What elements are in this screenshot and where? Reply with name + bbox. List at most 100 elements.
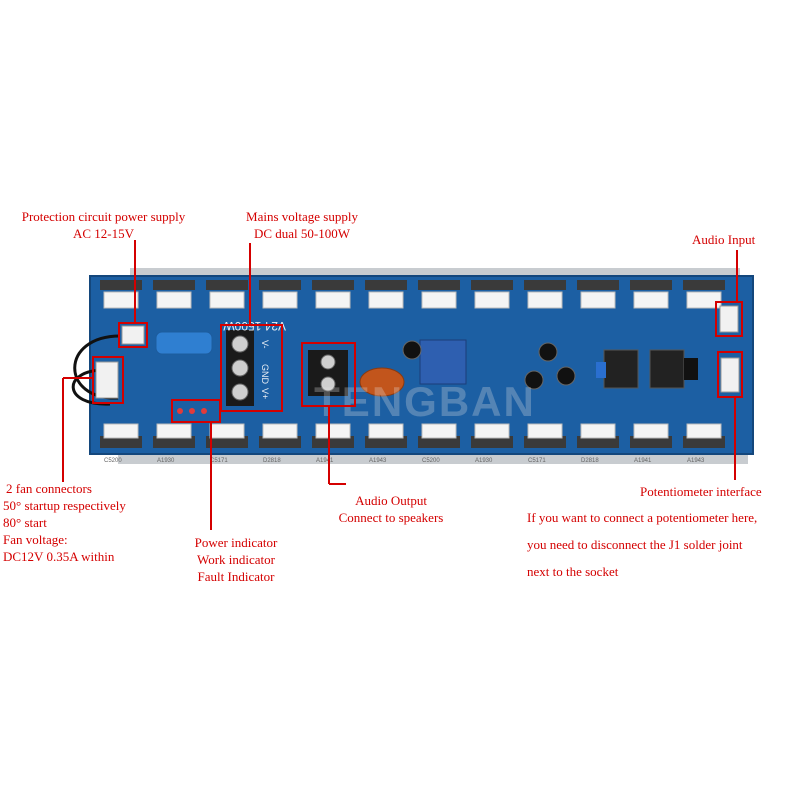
transistor-top	[524, 280, 566, 290]
fan-label-line5: DC12V 0.35A within	[3, 549, 115, 564]
transistor-top	[206, 280, 248, 290]
transistor-bottom	[577, 436, 619, 448]
transistor-bottom	[100, 436, 142, 448]
transistor-bottom	[312, 436, 354, 448]
audio-input-label: Audio Input	[692, 232, 756, 247]
transistor-bottom-code: A1943	[687, 458, 705, 464]
electrolytic-capacitor	[538, 342, 558, 362]
resistor-top	[474, 291, 510, 309]
protection-label-line1: Protection circuit power supply	[21, 209, 186, 224]
transistor-top	[365, 280, 407, 290]
fan-label-line2: 50° startup respectively	[3, 498, 126, 513]
fan-connectors-label: 2 fan connectors 50° startup respectivel…	[3, 480, 126, 565]
resistor-bottom	[262, 423, 298, 439]
speaker-screw	[320, 354, 336, 370]
transistor-top	[312, 280, 354, 290]
transistor-top	[100, 280, 142, 290]
resistor-bottom	[686, 423, 722, 439]
fan-connectors	[95, 361, 119, 399]
transistor-top	[471, 280, 513, 290]
indicator-led	[189, 408, 195, 414]
transistor-bottom-code: C5200	[104, 458, 122, 464]
transistor-bottom	[683, 436, 725, 448]
indicator-label-line3: Fault Indicator	[197, 569, 275, 584]
audio-input-connector	[719, 305, 739, 333]
protection-connector	[121, 325, 145, 345]
audio-output-label-line2: Connect to speakers	[338, 510, 444, 525]
terminal-screw	[231, 383, 249, 401]
resistor-top	[421, 291, 457, 309]
resistor-bottom	[474, 423, 510, 439]
resistor-bottom	[368, 423, 404, 439]
indicator-label-line1: Power indicator	[194, 535, 278, 550]
transistor-top	[577, 280, 619, 290]
transistor-bottom	[418, 436, 460, 448]
transistor-bottom-code: A1941	[634, 458, 652, 464]
output-inductor	[359, 367, 405, 397]
transistor-bottom-code: A1930	[157, 458, 175, 464]
resistor-top	[686, 291, 722, 309]
transistor-top	[683, 280, 725, 290]
resistor-bottom	[527, 423, 563, 439]
transistor-bottom-code: D2818	[581, 458, 599, 464]
mains-label: Mains voltage supply DC dual 50-100W	[232, 208, 372, 242]
terminal-label: GND	[260, 364, 270, 385]
resistor-bottom	[315, 423, 351, 439]
transistor-bottom	[471, 436, 513, 448]
electrolytic-capacitor	[556, 366, 576, 386]
trimmer-pot	[596, 362, 606, 378]
electrolytic-capacitor	[524, 370, 544, 390]
transistor-bottom-code: D2818	[263, 458, 281, 464]
driver-heatsink	[649, 349, 685, 389]
transistor-bottom-code: A1943	[369, 458, 387, 464]
terminal-screw	[231, 335, 249, 353]
transistor-bottom-code: A1941	[316, 458, 334, 464]
heatsink-rail-top	[130, 268, 740, 276]
terminal-screw	[231, 359, 249, 377]
terminal-label: V-	[260, 340, 270, 349]
potentiometer-note-line3: next to the socket	[527, 564, 619, 579]
transistor-bottom	[259, 436, 301, 448]
model-silkscreen: V24 1500W	[223, 319, 286, 333]
resistor-bottom	[209, 423, 245, 439]
audio-output-label: Audio Output Connect to speakers	[326, 492, 456, 526]
resistor-bottom	[103, 423, 139, 439]
resistor-top	[580, 291, 616, 309]
transistor-bottom	[365, 436, 407, 448]
capacitor	[155, 331, 213, 355]
resistor-top	[368, 291, 404, 309]
fan-label-line4: Fan voltage:	[3, 532, 68, 547]
potentiometer-note-line1: If you want to connect a potentiometer h…	[527, 510, 758, 525]
resistor-bottom	[633, 423, 669, 439]
fan-label-line1: 2 fan connectors	[6, 481, 92, 496]
potentiometer-note-line2: you need to disconnect the J1 solder joi…	[527, 537, 743, 552]
resistor-bottom	[580, 423, 616, 439]
resistor-bottom	[156, 423, 192, 439]
transistor-top	[153, 280, 195, 290]
resistor-top	[315, 291, 351, 309]
transistor-top	[418, 280, 460, 290]
relay	[419, 339, 467, 385]
transistor-top	[630, 280, 672, 290]
resistor-top	[527, 291, 563, 309]
resistor-top	[633, 291, 669, 309]
indicator-led	[201, 408, 207, 414]
protection-label: Protection circuit power supply AC 12-15…	[6, 208, 201, 242]
resistor-top	[262, 291, 298, 309]
transistor-top	[259, 280, 301, 290]
resistor-top	[103, 291, 139, 309]
electrolytic-capacitor	[402, 340, 422, 360]
resistor-top	[156, 291, 192, 309]
transistor-bottom	[524, 436, 566, 448]
indicators-label: Power indicator Work indicator Fault Ind…	[180, 534, 292, 585]
transistor-bottom-code: C5171	[210, 458, 228, 464]
potentiometer-note: If you want to connect a potentiometer h…	[527, 504, 757, 585]
transistor-bottom-code: A1930	[475, 458, 493, 464]
transistor-bottom-code: C5171	[528, 458, 546, 464]
transistor-bottom	[630, 436, 672, 448]
resistor-bottom	[421, 423, 457, 439]
potentiometer-title: Potentiometer interface	[640, 484, 762, 499]
transistor-bottom-code: C5200	[422, 458, 440, 464]
transistor-bottom	[153, 436, 195, 448]
protection-label-line2: AC 12-15V	[72, 226, 135, 241]
